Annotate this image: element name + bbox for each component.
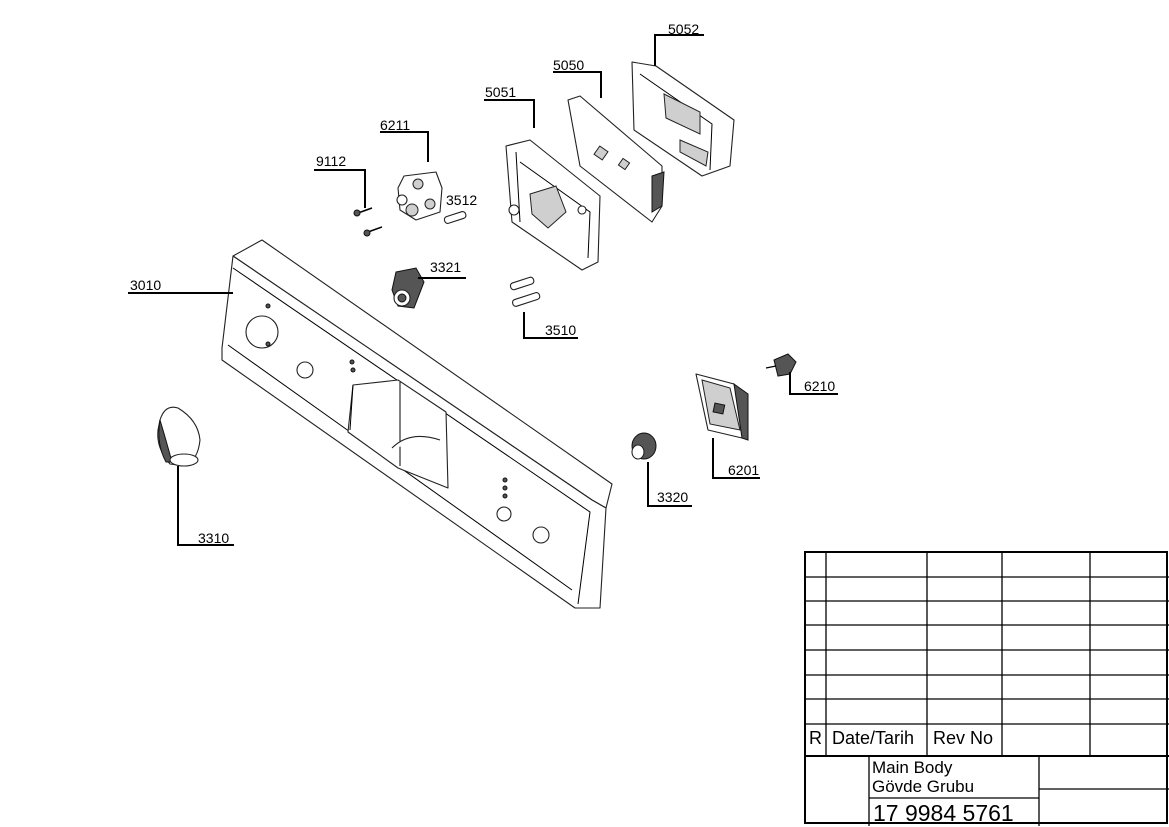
drawing-number: 17 9984 5761 [873,800,1014,826]
knob-3310 [157,406,201,467]
callout-3321: 3321 [430,259,461,275]
button-cap-3320 [631,432,657,460]
callout-3320: 3320 [657,489,688,505]
title-block-grid [806,553,1169,826]
callout-3510: 3510 [545,322,576,338]
rev-col-date: Date/Tarih [832,728,915,748]
valve-6211 [396,171,443,221]
switch-6210 [765,353,797,377]
callout-6211: 6211 [380,117,410,133]
callout-5051: 5051 [485,84,516,100]
display-cover-6201 [695,373,749,441]
callout-3512: 3512 [446,192,477,208]
callout-6201: 6201 [728,462,759,478]
rev-col-r: R [809,728,822,748]
pcb-5050 [567,95,665,223]
control-panel-3010 [221,239,613,609]
module-3321 [391,267,425,309]
connector-3512 [443,210,467,224]
callout-3310: 3310 [198,530,229,546]
frame-5051 [505,139,601,271]
callout-5050: 5050 [553,57,584,73]
callout-labels: 5052 5050 5051 6211 9112 3512 3321 3010 … [130,21,835,546]
screws-9112 [353,207,383,237]
title-block: R Date/Tarih Rev No Main Body Gövde Grub… [804,551,1169,826]
callout-9112: 9112 [316,153,346,169]
connectors-3510 [509,276,541,307]
title-line-2: Gövde Grubu [872,777,975,796]
leader-lines [128,34,838,546]
title-line-1: Main Body [872,758,953,777]
callout-5052: 5052 [668,21,699,37]
callout-6210: 6210 [804,378,835,394]
housing-5052 [631,61,735,177]
rev-col-rev-no: Rev No [933,728,994,748]
callout-3010: 3010 [130,277,161,293]
